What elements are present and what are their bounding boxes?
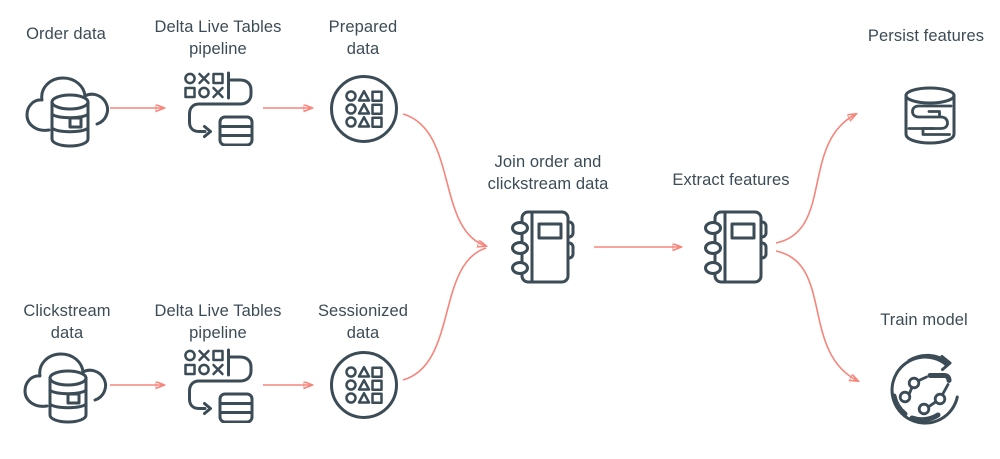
label-join-line2: clickstream data (487, 175, 609, 193)
label-sessionized-line2: data (346, 324, 380, 342)
edge-extract-to-persist (775, 114, 856, 244)
label-clickstream-data: Clickstream data (6, 300, 128, 344)
model-training-icon (885, 348, 965, 428)
edge-prepared-to-join (402, 113, 486, 246)
label-dlt-top-line2: pipeline (189, 40, 247, 58)
dataset-circle-icon (328, 349, 400, 421)
label-persist-line1: Persist features (867, 27, 985, 45)
label-prepared-line2: data (346, 40, 380, 58)
label-extract-line1: Extract features (672, 171, 790, 189)
label-prepared-data: Prepared data (302, 16, 424, 60)
label-join-line1: Join order and (494, 153, 602, 171)
label-dlt-pipeline-top: Delta Live Tables pipeline (148, 16, 288, 60)
feature-store-icon (897, 82, 963, 148)
label-dlt-bottom-line2: pipeline (189, 324, 247, 342)
label-join: Join order and clickstream data (467, 151, 629, 195)
label-order-data-line1: Order data (26, 25, 106, 43)
label-extract-features: Extract features (655, 169, 807, 191)
notebook-icon (502, 207, 582, 287)
edge-extract-to-train (775, 250, 858, 381)
cloud-database-icon (22, 342, 110, 430)
dlt-pipeline-icon (182, 70, 258, 146)
label-clickstream-line2: data (50, 324, 84, 342)
label-train-model: Train model (853, 309, 995, 331)
cloud-database-icon (24, 66, 112, 154)
label-sessionized-line1: Sessionized (317, 302, 409, 320)
label-dlt-pipeline-bottom: Delta Live Tables pipeline (148, 300, 288, 344)
label-clickstream-line1: Clickstream (23, 302, 111, 320)
label-dlt-top-line1: Delta Live Tables (154, 18, 282, 36)
label-train-line1: Train model (880, 311, 968, 329)
edge-sessionized-to-join (402, 247, 487, 381)
label-persist-features: Persist features (850, 25, 1000, 47)
label-order-data: Order data (0, 23, 132, 45)
label-prepared-line1: Prepared (328, 18, 398, 36)
dlt-pipeline-icon (182, 347, 258, 423)
notebook-icon (695, 207, 775, 287)
label-sessionized-data: Sessionized data (302, 300, 424, 344)
label-dlt-bottom-line1: Delta Live Tables (154, 302, 282, 320)
dataset-circle-icon (328, 73, 400, 145)
